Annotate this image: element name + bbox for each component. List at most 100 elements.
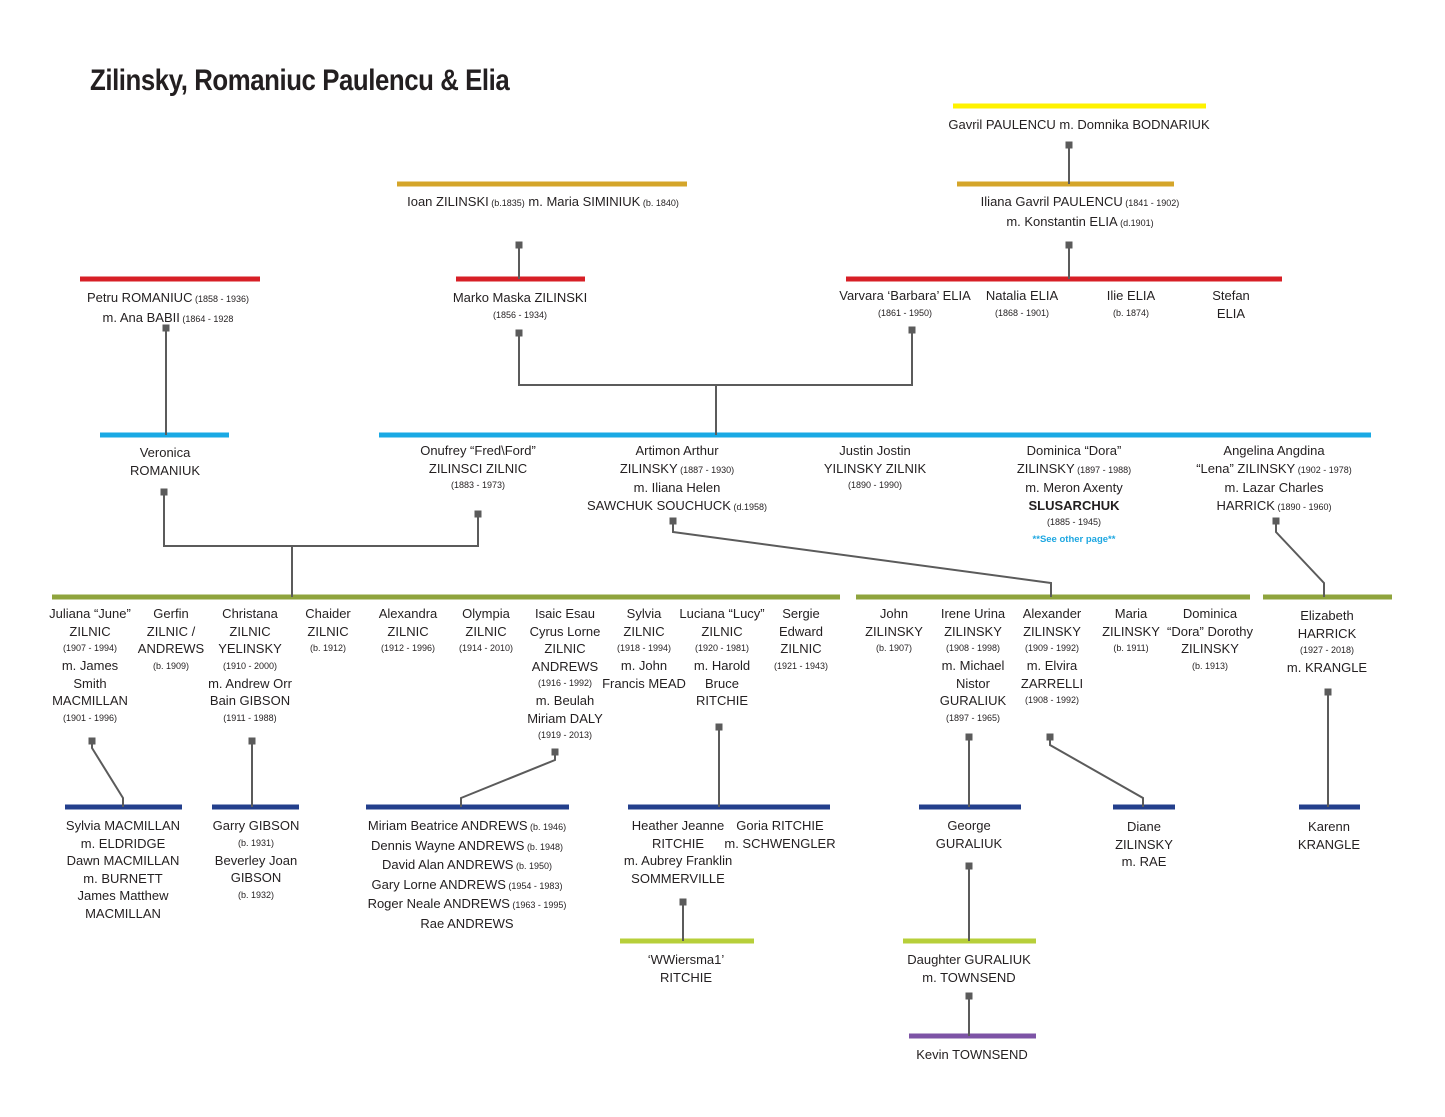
person-line: “Lena” ZILINSKY (1902 - 1978) (1196, 460, 1352, 480)
person-name-text: ZILINSKY (865, 623, 923, 639)
person-line: ELIA (1212, 305, 1250, 323)
person-name-text: Artimon Arthur (635, 443, 719, 458)
person-name-text: m. James (61, 658, 119, 673)
person-line: RITCHIE (648, 969, 725, 987)
person-name-text: Heather Jeanne (631, 818, 725, 833)
person-line: Petru ROMANIUC (1858 - 1936) (87, 289, 249, 309)
person-line: ‘WWiersma1’ (648, 951, 725, 969)
person-kevin-townsend: Kevin TOWNSEND (916, 1046, 1028, 1064)
person-name-text: Sylvia (626, 606, 662, 621)
person-name-text: Miriam Beatrice ANDREWS (367, 818, 528, 833)
person-line: ZILNIC (459, 623, 513, 641)
person-name-text: HARRICK (1297, 625, 1357, 641)
person-line: GURALIUK (936, 835, 1002, 853)
person-line: (b. 1909) (152, 660, 190, 671)
person-line: ZILNIC (208, 623, 292, 641)
connector-marker (160, 488, 168, 496)
person-line: Christana (208, 605, 292, 623)
connector-line (1275, 521, 1325, 597)
person-name-text: m. John (620, 658, 668, 673)
person-line: (b. 1912) (309, 643, 347, 653)
person-name-text: Dominica “Dora” (1026, 443, 1122, 458)
person-line: Miriam DALY (527, 710, 603, 728)
person-name-text: Dawn MACMILLAN (66, 853, 180, 868)
person-petru: Petru ROMANIUC (1858 - 1936)m. Ana BABII… (87, 289, 249, 328)
person-line: RITCHIE (624, 835, 732, 853)
person-name-text: Ilie ELIA (1106, 288, 1156, 303)
person-name-text: ZILNIC (623, 623, 665, 639)
person-line: m. Elvira (1021, 657, 1083, 675)
person-line: ZILNIC (679, 623, 764, 641)
person-name-text: Alexander (1022, 606, 1082, 621)
person-line: Bain GIBSON (208, 692, 292, 710)
person-name-text: m. Beulah (535, 693, 595, 708)
person-iliana: Iliana Gavril PAULENCU (1841 - 1902)m. K… (981, 193, 1180, 232)
person-name-text: ZILNIC (465, 623, 507, 639)
person-line: Heather Jeanne (624, 817, 732, 835)
person-line: Maria (1102, 605, 1160, 623)
person-line: m. Michael (940, 657, 1006, 675)
person-name-text: Smith (73, 675, 107, 691)
person-name-text: YILINSKY ZILNIK (823, 460, 927, 476)
connector-marker (965, 862, 973, 870)
person-name-text: George (947, 818, 991, 833)
person-natalia: Natalia ELIA(1868 - 1901) (986, 287, 1058, 322)
person-line: Nistor (940, 675, 1006, 693)
person-line: (1909 - 1992) (1024, 643, 1080, 653)
person-name-text: ZILINSKY (944, 623, 1002, 639)
see-other-page-note: **See other page** (1032, 534, 1116, 545)
person-name-text: Iliana Gavril PAULENCU (980, 194, 1123, 209)
person-gavril: Gavril PAULENCU m. Domnika BODNARIUK (948, 116, 1209, 134)
connector-marker (162, 324, 170, 332)
person-line: Dominica (1167, 605, 1253, 623)
person-line: (1907 - 1994) (62, 643, 118, 653)
person-dates-text: (1954 - 1983) (505, 880, 563, 891)
person-name-text: Stefan (1212, 288, 1250, 303)
person-name-text: Dominica (1182, 606, 1238, 621)
person-line: John (865, 605, 923, 623)
person-line: m. TOWNSEND (907, 969, 1031, 987)
person-name-text: Francis MEAD (602, 675, 686, 691)
person-line: ZILINSKY (1115, 836, 1173, 854)
person-line: (b. 1907) (875, 643, 913, 653)
connector-marker (1065, 241, 1073, 249)
person-name-text: Karenn (1308, 819, 1350, 834)
person-name-text: Bruce (705, 675, 739, 691)
person-line: Marko Maska ZILINSKI (453, 289, 587, 307)
person-line: Irene Urina (940, 605, 1006, 623)
person-name-text: m. BURNETT (83, 870, 163, 886)
person-name-text: Luciana “Lucy” (679, 606, 765, 621)
person-ioan: Ioan ZILINSKI (b.1835) m. Maria SIMINIUK… (407, 193, 679, 213)
person-line: GIBSON (213, 869, 300, 887)
connector-marker (715, 723, 723, 731)
person-name-text: Diane (1127, 819, 1161, 834)
person-name-text: ANDREWS (531, 658, 599, 674)
person-name-text: Kevin TOWNSEND (916, 1047, 1028, 1062)
person-line: Sylvia (602, 605, 686, 623)
person-line: (1918 - 1994) (616, 643, 672, 653)
person-wwiersma-ritchie: ‘WWiersma1’RITCHIE (648, 951, 725, 986)
person-name-text: John (879, 606, 909, 621)
person-line: (1908 - 1998) (945, 643, 1001, 653)
person-dates-text: (1897 - 1988) (1074, 464, 1132, 475)
person-line: m. Lazar Charles (1196, 479, 1352, 497)
person-name-text: Christana (222, 606, 278, 621)
person-line: KRANGLE (1298, 836, 1360, 854)
person-line: ZILINSKY (940, 623, 1006, 641)
person-line: ZILINSKY (1102, 623, 1160, 641)
connector-marker (515, 241, 523, 249)
person-line: (1883 - 1973) (450, 480, 506, 490)
person-name-text: James Matthew (77, 888, 169, 903)
connector-line (91, 741, 124, 807)
person-name-text: RITCHIE (660, 969, 712, 985)
person-name-text: Nistor (956, 675, 990, 691)
